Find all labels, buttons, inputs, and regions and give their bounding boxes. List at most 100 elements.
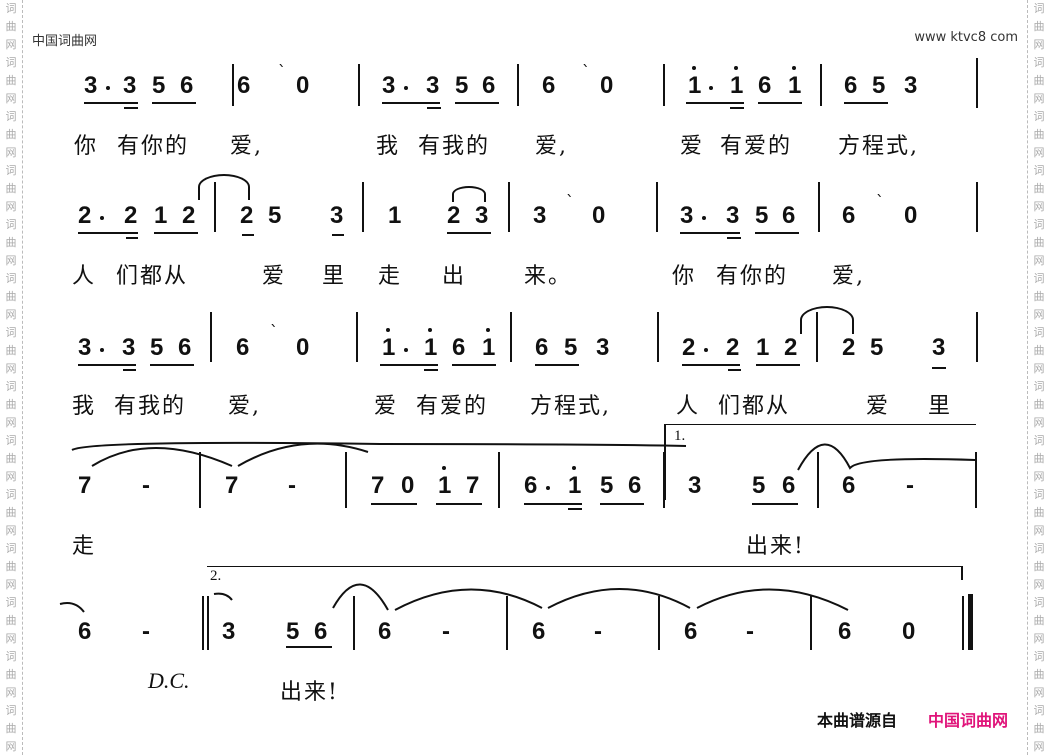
site-url: www ktvc8 com xyxy=(914,30,1018,45)
barline xyxy=(975,452,977,508)
watermark-char: 词 xyxy=(5,2,17,15)
lyric: 出来! xyxy=(746,534,805,559)
note: 7 xyxy=(78,472,92,499)
octave-dot xyxy=(572,466,576,470)
breath-mark: ˋ xyxy=(270,322,278,341)
underline xyxy=(447,232,491,234)
lyric: 方程式, xyxy=(530,394,611,419)
barline xyxy=(976,182,978,232)
volta-number: 2. xyxy=(210,568,222,584)
volta-bracket-right xyxy=(961,566,963,580)
barline xyxy=(498,452,500,508)
lyric: 你 xyxy=(74,134,99,159)
underline xyxy=(123,369,136,371)
watermark-char: 网 xyxy=(1033,38,1045,51)
source-brand-link[interactable]: 中国词曲网 xyxy=(928,711,1009,730)
note: 3 xyxy=(475,202,489,229)
lyric: 走 xyxy=(378,264,403,289)
note: 5 xyxy=(600,472,614,499)
note: 7 xyxy=(466,472,480,499)
note: 1 xyxy=(438,472,452,499)
barline xyxy=(358,64,360,106)
watermark-char: 网 xyxy=(1033,200,1045,213)
watermark-char: 曲 xyxy=(1033,506,1045,519)
final-barline-thick xyxy=(968,594,973,650)
lyric: 有你的 xyxy=(716,264,789,289)
lyric: 爱 xyxy=(680,134,705,159)
watermark-char: 网 xyxy=(1033,686,1045,699)
tie xyxy=(800,306,854,334)
barline xyxy=(362,182,364,232)
underline xyxy=(380,364,438,366)
site-name: 中国词曲网 xyxy=(32,34,98,49)
note: 3 xyxy=(330,202,344,229)
lyric: 有你的 xyxy=(117,134,190,159)
note: 6 xyxy=(844,72,858,99)
lyric: 人 xyxy=(72,264,97,289)
watermark-char: 词 xyxy=(5,218,17,231)
lyric: 来。 xyxy=(524,264,573,289)
underline xyxy=(452,364,496,366)
note: 3 xyxy=(78,334,92,361)
note: 1 xyxy=(568,472,582,499)
watermark-char: 词 xyxy=(1033,704,1045,717)
note: 1 xyxy=(730,72,744,99)
dc-marking: D.C. xyxy=(148,668,190,693)
watermark-char: 词 xyxy=(5,542,17,555)
watermark-char: 曲 xyxy=(1033,290,1045,303)
note: 6 xyxy=(452,334,466,361)
octave-dot xyxy=(428,328,432,332)
watermark-char: 曲 xyxy=(1033,128,1045,141)
note: 1 xyxy=(688,72,702,99)
underline xyxy=(758,102,802,104)
watermark-char: 曲 xyxy=(5,182,17,195)
watermark-char: 曲 xyxy=(1033,236,1045,249)
breath-mark: ˋ xyxy=(566,192,574,211)
watermark-char: 词 xyxy=(1033,380,1045,393)
watermark-char: 网 xyxy=(1033,146,1045,159)
watermark-char: 曲 xyxy=(5,668,17,681)
note: 6 xyxy=(178,334,192,361)
note: 5 xyxy=(150,334,164,361)
watermark-char: 曲 xyxy=(1033,74,1045,87)
octave-dot xyxy=(386,328,390,332)
underline xyxy=(424,369,438,371)
final-barline-thin xyxy=(962,596,964,650)
underline xyxy=(382,102,440,104)
note: 3 xyxy=(680,202,694,229)
barline xyxy=(210,312,212,362)
watermark-char: 网 xyxy=(5,254,17,267)
note: 6 xyxy=(842,472,856,499)
note: 1 xyxy=(154,202,168,229)
note: 5 xyxy=(268,202,282,229)
watermark-char: 网 xyxy=(1033,416,1045,429)
underline xyxy=(154,232,198,234)
note: 0 xyxy=(592,202,606,229)
underline xyxy=(686,102,744,104)
augmentation-dot xyxy=(704,348,708,352)
underline xyxy=(752,503,798,505)
note: 2 xyxy=(182,202,196,229)
watermark-char: 曲 xyxy=(1033,668,1045,681)
underline xyxy=(844,102,888,104)
note: 3 xyxy=(122,334,136,361)
watermark-char: 词 xyxy=(1033,650,1045,663)
note: 3 xyxy=(932,334,946,361)
note: 5 xyxy=(455,72,469,99)
lyric: 爱 xyxy=(374,394,399,419)
barline xyxy=(356,312,358,362)
watermark-char: 网 xyxy=(5,308,17,321)
watermark-char: 曲 xyxy=(1033,614,1045,627)
note: 6 xyxy=(236,334,250,361)
note: 0 xyxy=(401,472,415,499)
note: 3 xyxy=(688,472,702,499)
note: 6 xyxy=(842,202,856,229)
watermark-char: 网 xyxy=(1033,740,1045,753)
barline xyxy=(663,452,665,508)
note: 5 xyxy=(872,72,886,99)
note: - xyxy=(142,472,150,499)
note: 3 xyxy=(123,72,137,99)
note: 5 xyxy=(755,202,769,229)
tie xyxy=(198,174,250,200)
barline xyxy=(232,64,234,106)
